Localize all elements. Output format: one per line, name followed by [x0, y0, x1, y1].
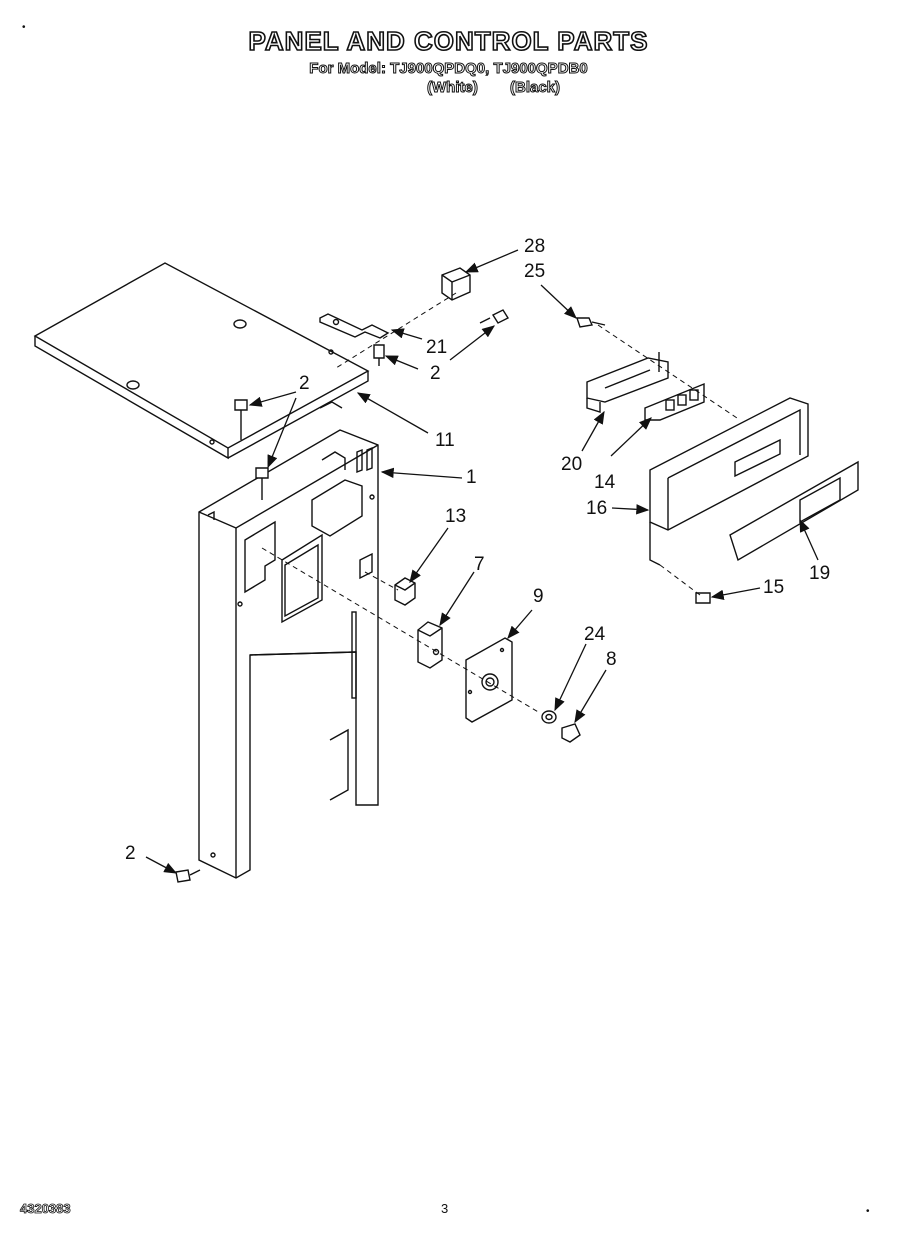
knob-part-8 [561, 723, 581, 743]
document-number: 4320383 [20, 1201, 71, 1217]
callout-20: 20 [561, 454, 582, 475]
callout-1: 1 [466, 467, 477, 488]
callout-2-top-left: 2 [299, 373, 310, 394]
callout-2-top-right: 2 [430, 363, 441, 384]
callout-19: 19 [809, 563, 830, 584]
escutcheon-part-9 [465, 637, 513, 723]
screw-part-2-mid [255, 467, 269, 500]
model-subtitle: For Model: TJ900QPDQ0, TJ900QPDB0 [309, 60, 588, 78]
overlay-part-19 [729, 460, 859, 562]
main-panel-part-1 [198, 429, 379, 879]
corner-mark-bottom-right: • [866, 1206, 870, 1217]
callout-13: 13 [445, 506, 466, 527]
callout-11: 11 [435, 430, 455, 451]
corner-mark-top-left: • [22, 22, 26, 33]
bracket-part-21 [319, 313, 390, 339]
callout-25: 25 [524, 261, 545, 282]
bracket-part-20 [586, 352, 669, 413]
screw-part-25 [576, 317, 606, 328]
callout-16: 16 [586, 498, 607, 519]
switch-strip-part-14 [644, 382, 705, 421]
screw-part-15 [695, 592, 711, 604]
callout-24: 24 [584, 624, 606, 645]
callout-8: 8 [606, 649, 617, 670]
screw-part-2-bottom [175, 869, 201, 883]
callout-9: 9 [533, 586, 544, 607]
screw-part-2-top-right [479, 309, 510, 324]
callout-15: 15 [763, 577, 784, 598]
washer-part-24 [541, 710, 557, 724]
clip-part-28 [441, 267, 471, 301]
top-plate-part-11 [33, 262, 370, 460]
screw-part-2-top-left [234, 399, 248, 440]
callout-7: 7 [474, 554, 485, 575]
callout-2-bottom: 2 [125, 843, 136, 864]
callout-21: 21 [426, 337, 447, 358]
timer-part-7 [417, 621, 443, 669]
color-black-label: (Black) [509, 79, 561, 97]
callout-28: 28 [524, 236, 545, 257]
page-number: 3 [441, 1201, 449, 1216]
callout-14: 14 [594, 472, 616, 493]
switch-part-13 [394, 577, 416, 606]
control-bezel-part-16 [649, 397, 809, 566]
page-title: PANEL AND CONTROL PARTS [248, 25, 649, 57]
color-white-label: (White) [427, 79, 479, 97]
screw-part-2-bracket [373, 344, 385, 366]
